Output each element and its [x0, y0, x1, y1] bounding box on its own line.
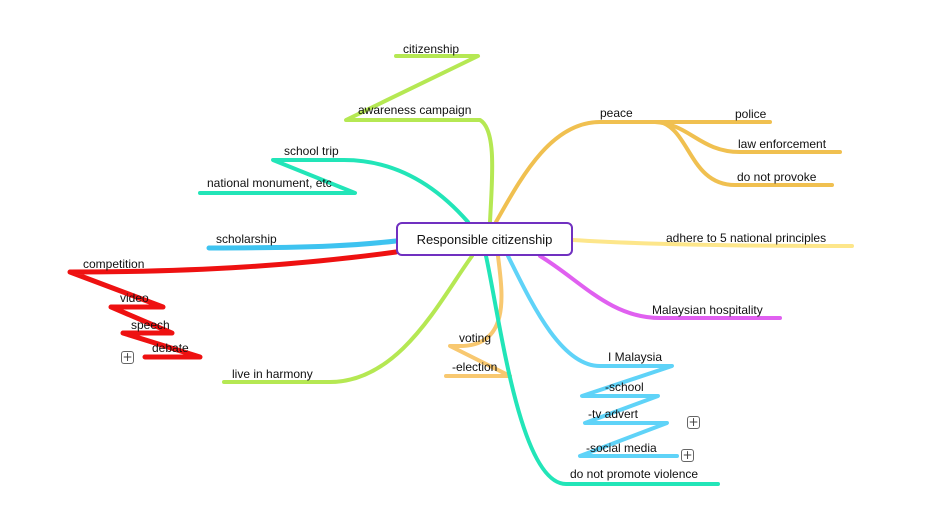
node-law-enforcement[interactable]: law enforcement — [738, 137, 827, 151]
branch-scholarship — [206, 238, 399, 251]
node-speech[interactable]: speech — [131, 318, 170, 332]
node-competition[interactable]: competition — [83, 257, 145, 271]
node-election[interactable]: -election — [452, 360, 498, 374]
node-debate[interactable]: debate — [152, 341, 189, 355]
node-voting[interactable]: voting — [459, 331, 492, 345]
branch-i-malaysia — [506, 254, 679, 458]
branch-peace — [494, 120, 662, 224]
node-i-malaysia[interactable]: I Malaysia — [608, 350, 663, 364]
branch-competition — [67, 249, 399, 360]
node-social-media[interactable]: -social media — [586, 441, 657, 455]
branch-adhere — [571, 238, 854, 248]
node-scholarship[interactable]: scholarship — [216, 232, 277, 246]
node-school-trip[interactable]: school trip — [284, 144, 339, 158]
branch-school-trip — [198, 158, 470, 224]
branch-live-in-harmony — [222, 254, 474, 384]
central-topic[interactable]: Responsible citizenship — [396, 222, 573, 256]
branch-awareness-campaign — [344, 54, 495, 224]
branch-do-not-promote-violence — [484, 254, 720, 486]
branch-do-not-provoke — [658, 120, 834, 187]
expand-debate-button[interactable]: + — [121, 350, 134, 364]
expand-social-media-button[interactable]: + — [681, 448, 694, 462]
node-do-not-promote-violence[interactable]: do not promote violence — [570, 467, 699, 481]
node-adhere[interactable]: adhere to 5 national principles — [666, 231, 827, 245]
node-awareness-campaign[interactable]: awareness campaign — [358, 103, 472, 117]
node-national-monument[interactable]: national monument, etc — [207, 176, 332, 190]
node-school[interactable]: -school — [605, 380, 644, 394]
node-tv-advert[interactable]: -tv advert — [588, 407, 639, 421]
expand-tv-advert-button[interactable]: + — [687, 415, 700, 429]
branch-voting — [444, 254, 512, 378]
node-hospitality[interactable]: Malaysian hospitality — [652, 303, 763, 317]
node-live-in-harmony[interactable]: live in harmony — [232, 367, 313, 381]
node-citizenship[interactable]: citizenship — [403, 42, 460, 56]
node-video[interactable]: video — [120, 291, 149, 305]
node-police[interactable]: police — [735, 107, 767, 121]
branch-hospitality — [538, 254, 782, 320]
node-do-not-provoke[interactable]: do not provoke — [737, 170, 817, 184]
node-peace[interactable]: peace — [600, 106, 633, 120]
